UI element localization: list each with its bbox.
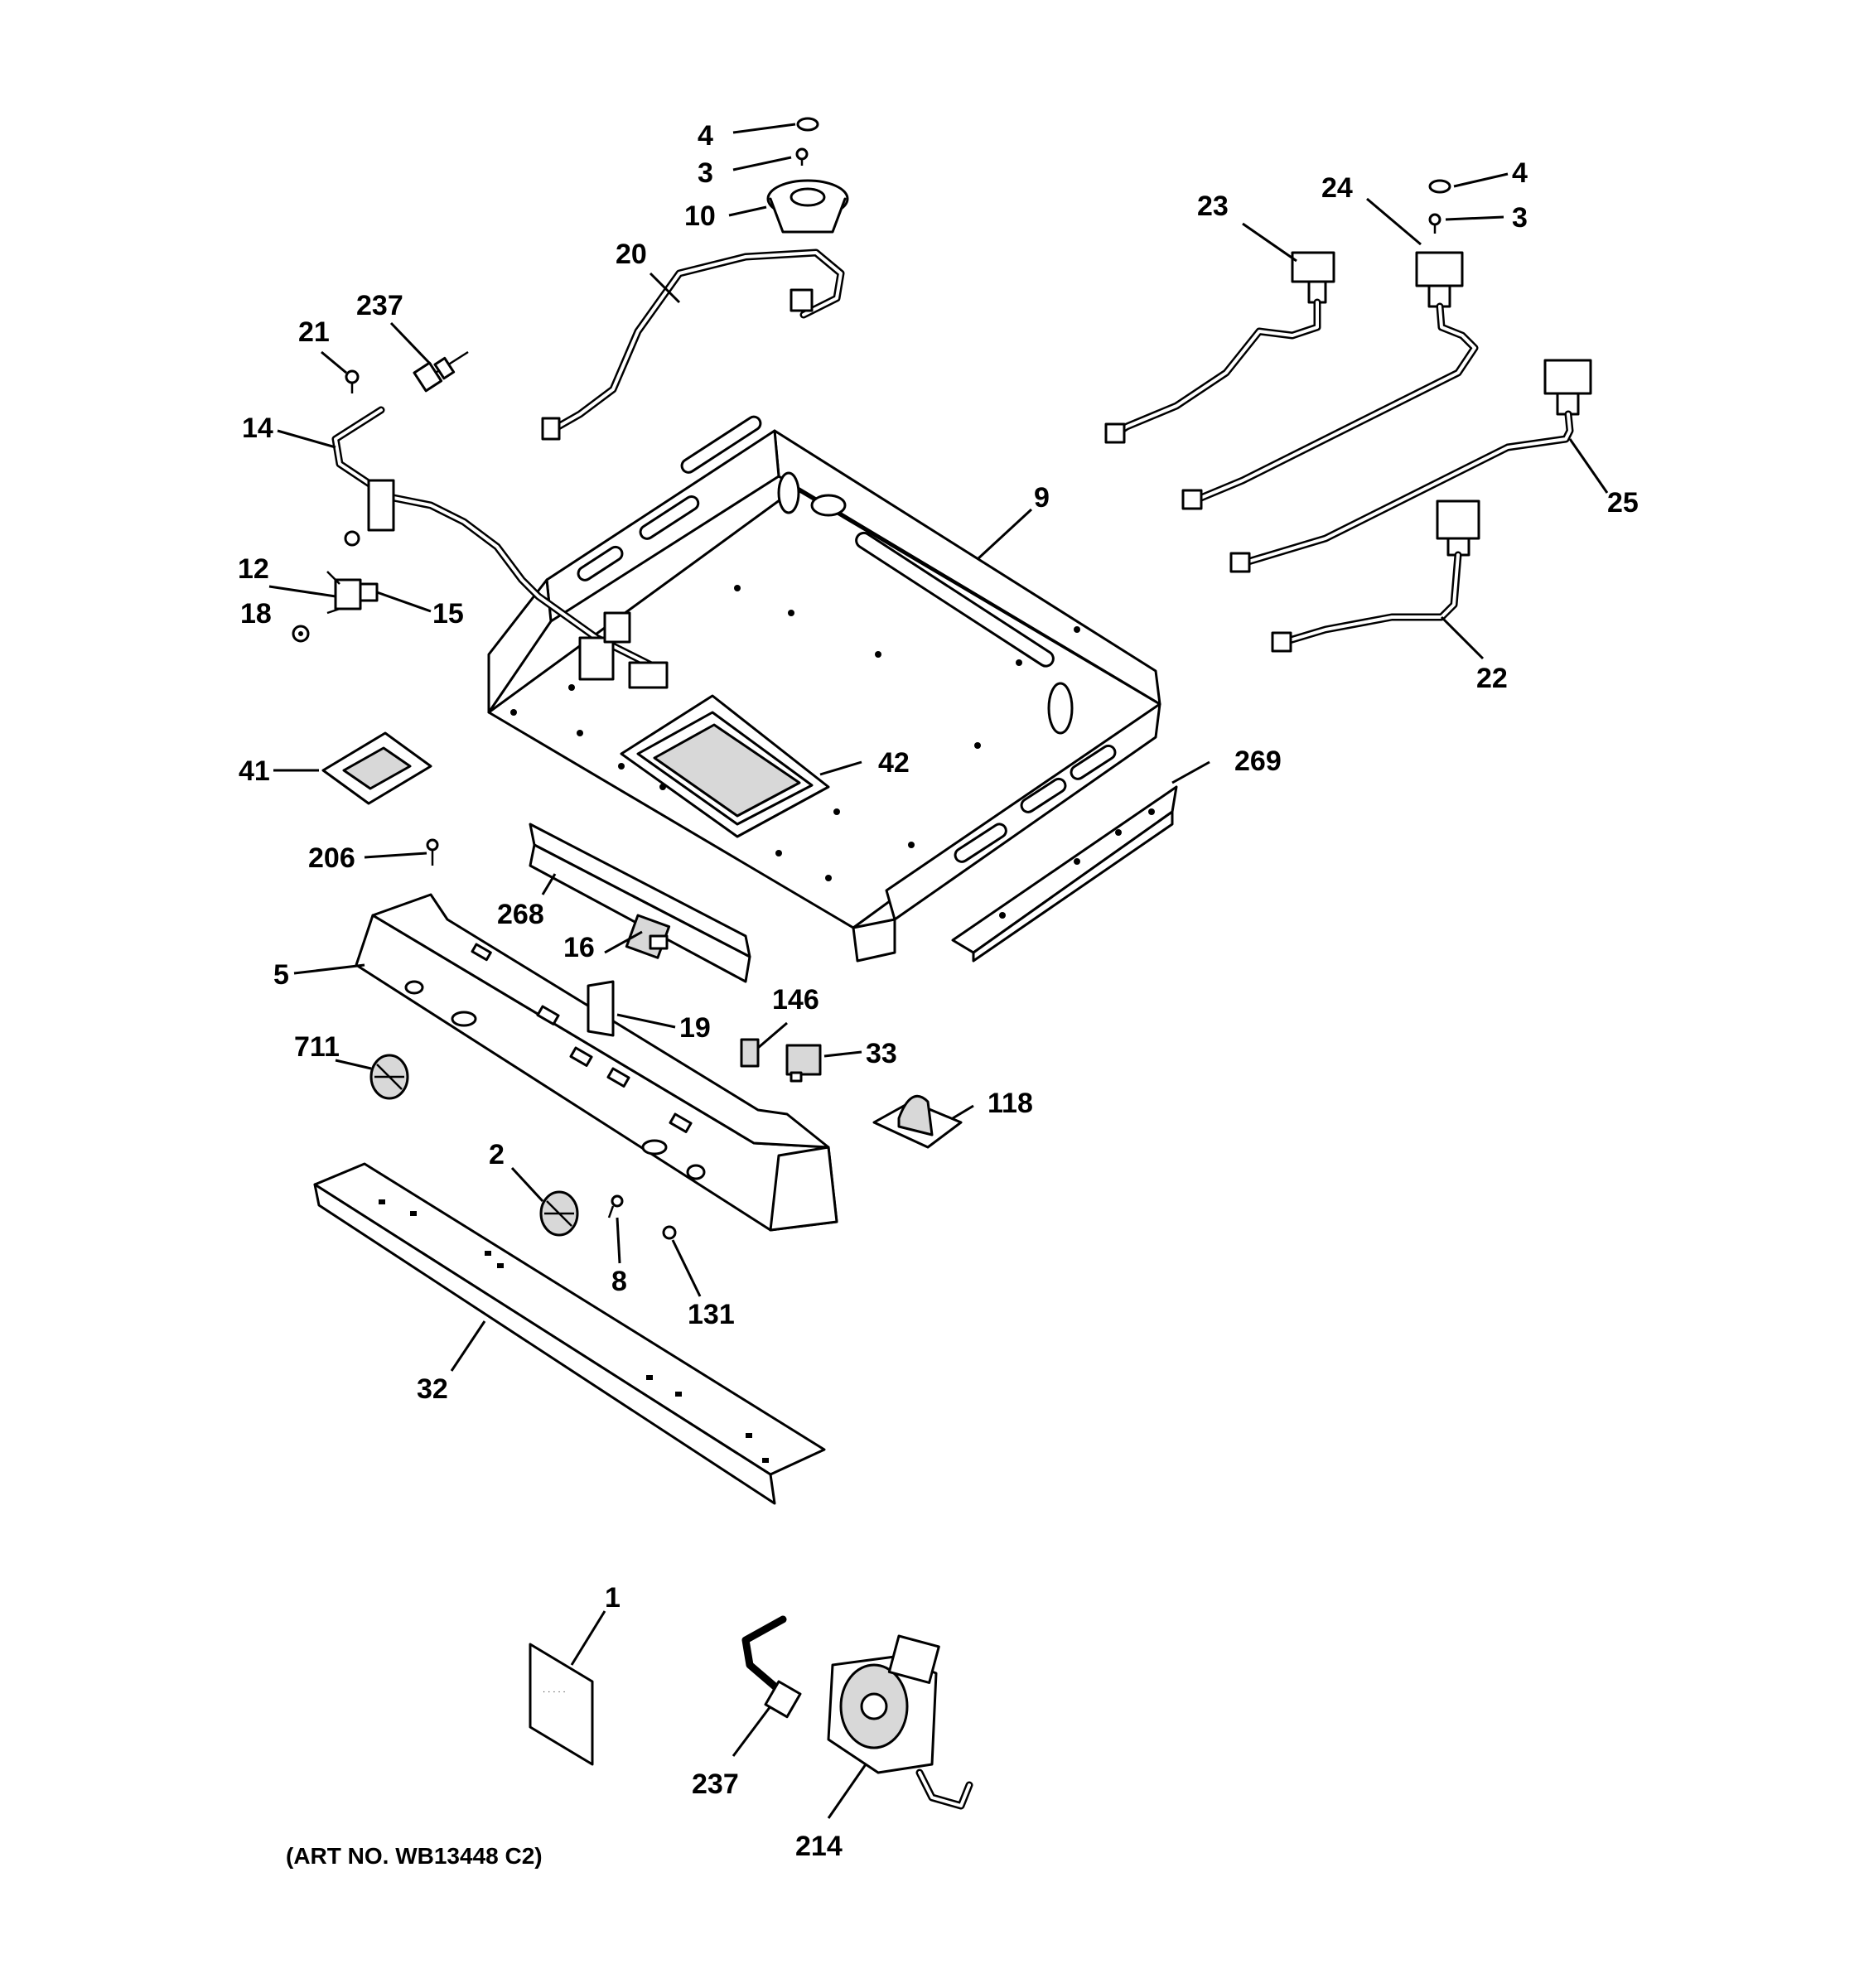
callout-1: 1: [605, 1582, 621, 1614]
callout-4a: 4: [698, 120, 713, 152]
callout-15: 15: [432, 598, 464, 630]
pipe-fitting-part: [413, 350, 469, 393]
screw-part-8: [607, 1194, 624, 1218]
callout-268: 268: [497, 899, 544, 930]
callout-41: 41: [239, 755, 270, 787]
grommet-part-41: [321, 731, 432, 805]
screw-part-3b: [1428, 213, 1441, 234]
burner-box-insert-part: [620, 694, 830, 838]
callout-10: 10: [684, 200, 716, 232]
callout-269: 269: [1234, 746, 1282, 777]
callout-14: 14: [242, 413, 273, 444]
washer-part-4b: [1428, 179, 1451, 194]
callout-42: 42: [878, 747, 910, 779]
callout-2: 2: [489, 1139, 505, 1170]
callout-131: 131: [688, 1299, 735, 1330]
svg-text:· · · · ·: · · · · ·: [543, 1687, 566, 1696]
screw-part-3a: [795, 147, 809, 166]
callout-33: 33: [866, 1038, 897, 1069]
callout-214: 214: [795, 1831, 843, 1862]
callout-19: 19: [679, 1012, 711, 1044]
callout-32: 32: [417, 1373, 448, 1405]
art-number-caption: (ART NO. WB13448 C2): [286, 1843, 543, 1869]
callout-118: 118: [988, 1088, 1033, 1119]
nut-part-18: [292, 625, 310, 643]
burner-tube-part-20: [541, 248, 845, 441]
literature-envelope-part-1: · · · · ·: [529, 1643, 594, 1766]
bracket-part-19: [587, 980, 615, 1037]
control-panel-part: [355, 893, 838, 1232]
knob-part-711: [369, 1054, 409, 1100]
callout-3a: 3: [698, 157, 713, 189]
washer-part-4a: [796, 117, 819, 132]
callout-12: 12: [238, 553, 269, 585]
callout-18: 18: [240, 598, 272, 630]
callout-711: 711: [294, 1031, 340, 1063]
lamp-cover-part-118: [872, 1094, 963, 1149]
burner-valve-part-24: [1181, 251, 1479, 510]
callout-20: 20: [616, 239, 647, 270]
manifold-pipe-part: [331, 406, 669, 689]
callout-5: 5: [273, 959, 289, 991]
burner-box-part: [487, 415, 1161, 963]
callout-22: 22: [1476, 663, 1508, 694]
burner-valve-part-23: [1104, 251, 1335, 444]
callout-21: 21: [298, 316, 330, 348]
burner-valve-part-22: [1271, 499, 1480, 653]
callout-16: 16: [563, 932, 595, 963]
clip-part-146: [740, 1038, 760, 1068]
callout-9: 9: [1034, 482, 1050, 514]
screw-part-206: [426, 838, 439, 866]
callout-25: 25: [1607, 487, 1639, 519]
leader-lines: [268, 123, 1609, 1819]
callout-237b: 237: [692, 1768, 739, 1800]
callout-labels: 4 3 10 20 23 24 4 3 21 237 14 12 18 15 9…: [238, 120, 1639, 1862]
callout-23: 23: [1197, 191, 1229, 222]
callout-237a: 237: [356, 290, 403, 321]
trim-part-32: [313, 1162, 826, 1505]
light-switch-part-33: [785, 1044, 822, 1083]
burner-head-part-10: [766, 179, 849, 234]
side-rail-part-269: [951, 785, 1178, 963]
callout-4b: 4: [1512, 157, 1528, 189]
callout-146: 146: [772, 984, 819, 1016]
regulator-part-214: [741, 1615, 973, 1810]
callout-3b: 3: [1512, 202, 1528, 234]
callout-8: 8: [611, 1266, 627, 1297]
callout-24: 24: [1321, 172, 1353, 204]
pin-part-131: [662, 1225, 677, 1240]
valve-part-12: [326, 530, 379, 615]
knob-part-2: [539, 1190, 579, 1237]
burner-valve-part-25: [1229, 359, 1592, 573]
trim-strip-part-268: [529, 823, 751, 983]
callout-206: 206: [308, 842, 355, 874]
switch-part-16: [625, 914, 671, 959]
screw-part-21: [345, 369, 360, 393]
